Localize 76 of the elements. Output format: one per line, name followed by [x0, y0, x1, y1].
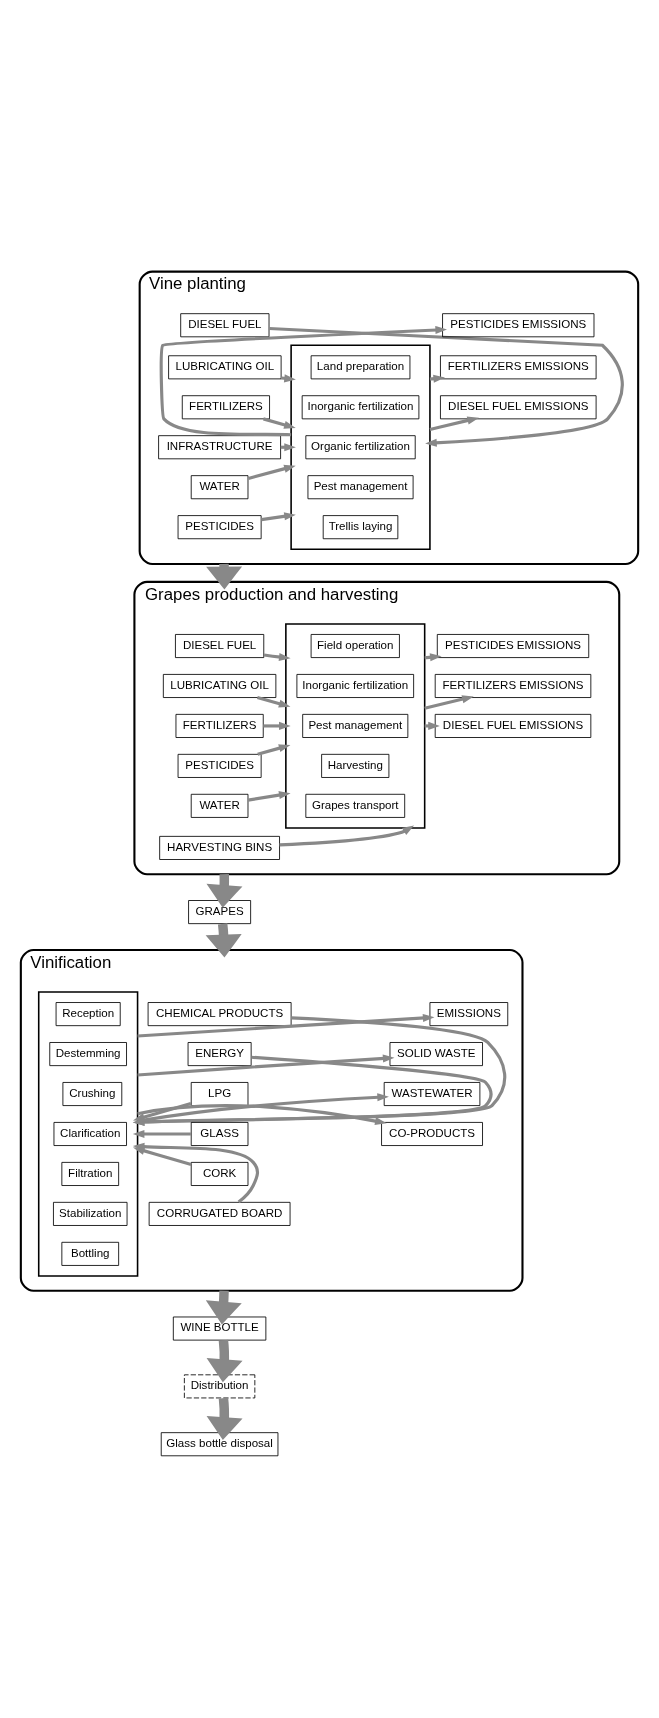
- node-box: CO-PRODUCTS: [381, 1121, 483, 1146]
- node-box: Crushing: [62, 1081, 123, 1106]
- arrow: [133, 1101, 192, 1121]
- arrow: [247, 790, 291, 802]
- node-box: Destemming: [49, 1041, 127, 1066]
- node-box: DIESEL FUEL: [180, 312, 270, 337]
- node-box: Trellis laying: [322, 514, 399, 539]
- arrow: [132, 1142, 260, 1203]
- node-box: Grapes transport: [305, 793, 406, 818]
- arrow: [257, 743, 291, 756]
- arrow: [137, 1013, 435, 1038]
- node-box: LUBRICATING OIL: [162, 673, 277, 698]
- node-box: DIESEL FUEL EMISSIONS: [440, 394, 597, 419]
- node-box: CORK: [190, 1161, 249, 1186]
- node-box: LPG: [190, 1081, 249, 1106]
- node-box: DIESEL FUEL: [175, 633, 265, 658]
- arrow: [137, 1103, 387, 1125]
- node-box: Clarification: [53, 1121, 127, 1146]
- arrow: [132, 1015, 507, 1126]
- node-box: FERTILIZERS EMISSIONS: [440, 354, 597, 379]
- arrow: [261, 511, 296, 521]
- node-box: Inorganic fertilization: [296, 673, 415, 698]
- arrow: [133, 1146, 192, 1166]
- node-box: Reception: [55, 1001, 121, 1026]
- cluster: [37, 990, 139, 1277]
- node-box: GLASS: [190, 1121, 249, 1146]
- node-box: DIESEL FUEL EMISSIONS: [434, 713, 592, 738]
- arrow: [247, 464, 296, 480]
- node-box: Filtration: [61, 1161, 120, 1186]
- node-box: PESTICIDES: [177, 753, 262, 778]
- node-box: Organic fertilization: [305, 434, 416, 459]
- node-box: WINE BOTTLE: [172, 1316, 267, 1341]
- node-box: PESTICIDES EMISSIONS: [442, 312, 595, 337]
- node-box: HARVESTING BINS: [159, 835, 280, 860]
- node-box: CHEMICAL PRODUCTS: [147, 1001, 292, 1026]
- arrow: [132, 1055, 493, 1126]
- arrow: [206, 1339, 243, 1382]
- node-box: Pest management: [302, 713, 409, 738]
- arrow: [132, 1129, 191, 1138]
- node-box: Bottling: [61, 1241, 120, 1266]
- node-box: Harvesting: [321, 753, 390, 778]
- node-box: Land preparation: [310, 354, 411, 379]
- node-box: ENERGY: [187, 1041, 252, 1066]
- arrow: [429, 416, 479, 431]
- node-box: WASTEWATER: [383, 1081, 481, 1106]
- node-box: Stabilization: [53, 1201, 128, 1226]
- arrow: [159, 325, 447, 436]
- node-box: WATER: [190, 474, 249, 499]
- node-box: INFRASTRUCTURE: [158, 434, 282, 459]
- arrow: [137, 1092, 389, 1123]
- arrow: [256, 695, 291, 708]
- arrow: [263, 652, 291, 661]
- node-box: WATER: [190, 793, 249, 818]
- arrow: [137, 1053, 395, 1077]
- node-box: CORRUGATED BOARD: [148, 1201, 291, 1226]
- node-box: GRAPES: [188, 899, 252, 924]
- node-box: SOLID WASTE: [389, 1041, 483, 1066]
- node-box: EMISSIONS: [429, 1001, 509, 1026]
- node-box: PESTICIDES: [177, 514, 262, 539]
- node-box: Distribution: [183, 1373, 256, 1398]
- node-box: FERTILIZERS EMISSIONS: [434, 673, 592, 698]
- node-box: FERTILIZERS: [175, 713, 264, 738]
- node-box: FERTILIZERS: [181, 394, 270, 419]
- node-box: Glass bottle disposal: [160, 1431, 279, 1456]
- arrow: [206, 1397, 243, 1440]
- node-box: Field operation: [310, 633, 400, 658]
- node-box: PESTICIDES EMISSIONS: [436, 633, 590, 658]
- arrow: [424, 694, 474, 710]
- arrow: [263, 721, 291, 730]
- arrow: [279, 824, 415, 846]
- cluster: [290, 343, 431, 550]
- arrow: [263, 416, 296, 429]
- node-box: Pest management: [307, 474, 414, 499]
- node-box: Inorganic fertilization: [301, 394, 420, 419]
- cluster: [285, 622, 426, 829]
- node-box: LUBRICATING OIL: [168, 354, 282, 379]
